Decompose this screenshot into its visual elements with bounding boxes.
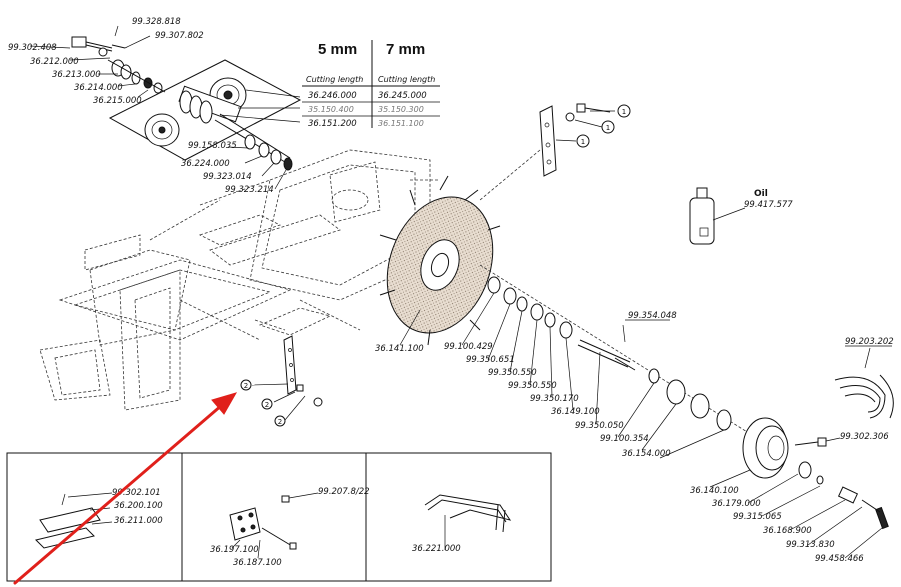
- label-99-350-550-b: 99.350.550: [508, 381, 557, 391]
- label-99-354-048: 99.354.048: [628, 311, 677, 321]
- oil-code: 99.417.577: [744, 200, 793, 210]
- fan-disc: 36.141.100: [375, 175, 501, 354]
- label-99-302-306: 99.302.306: [840, 432, 889, 442]
- label-36-140-100: 36.140.100: [690, 486, 739, 496]
- box2-label-2: 36.197.100: [210, 545, 259, 555]
- label-36-154-000: 36.154.000: [622, 449, 671, 459]
- table-cell-1a: 36.246.000: [308, 91, 357, 101]
- bracket-left: 2 2 2: [240, 335, 323, 427]
- table-cell-2a: 35.150.400: [308, 105, 354, 114]
- callout-1-a: 1: [622, 108, 626, 116]
- mower-frame: [39, 149, 440, 411]
- gear-assembly: 99.158.035 36.224.000 99.323.014 99.323.…: [108, 59, 302, 195]
- label-99-302-408: 99.302.408: [8, 43, 57, 53]
- callout-1-b: 1: [606, 124, 610, 132]
- label-99-458-466: 99.458.466: [815, 554, 864, 564]
- table-row-label-2: Cutting length: [378, 75, 435, 84]
- bottom-inset-boxes: 99.302.101 36.200.100 36.211.000 99.207.…: [6, 452, 552, 582]
- label-99-350-550-a: 99.350.550: [488, 368, 537, 378]
- box2-label-1: 99.207.8/22: [318, 487, 370, 497]
- label-36-213-000: 36.213.000: [52, 70, 101, 80]
- hub-assembly: 36.140.100 36.179.000 99.315.065 36.168.…: [690, 337, 894, 564]
- label-36-215-000: 36.215.000: [93, 96, 142, 106]
- box2-label-3: 36.187.100: [233, 558, 282, 568]
- label-99-323-214: 99.323.214: [225, 185, 274, 195]
- cutting-length-table: 5 mm 7 mm Cutting length Cutting length …: [302, 40, 440, 129]
- table-row-label-1: Cutting length: [306, 75, 363, 84]
- callout-2-c: 2: [278, 418, 282, 426]
- table-header-7mm: 7 mm: [386, 41, 425, 58]
- label-99-350-170: 99.350.170: [530, 394, 579, 404]
- red-arrow-pointer: [13, 392, 238, 585]
- callout-2-a: 2: [244, 382, 248, 390]
- label-36-149-100: 36.149.100: [551, 407, 600, 417]
- oil-title: Oil: [754, 189, 768, 199]
- label-99-203-202: 99.203.202: [845, 337, 894, 347]
- label-99-323-014: 99.323.014: [203, 172, 252, 182]
- box1-label-1: 99.302.101: [112, 488, 161, 498]
- label-99-350-651: 99.350.651: [466, 355, 515, 365]
- callout-1-c: 1: [581, 138, 585, 146]
- label-36-212-000: 36.212.000: [30, 57, 79, 67]
- table-cell-3b: 36.151.100: [378, 119, 424, 128]
- label-99-100-354: 99.100.354: [600, 434, 649, 444]
- label-99-315-065: 99.315.065: [733, 512, 782, 522]
- table-cell-3a: 36.151.200: [308, 119, 357, 129]
- shaft-chain: 99.354.048 99.100.429 99.350.651 99.350.…: [444, 264, 761, 459]
- callout-2-b: 2: [265, 401, 269, 409]
- table-cell-2b: 35.150.300: [378, 105, 424, 114]
- label-36-214-000: 36.214.000: [74, 83, 123, 93]
- top-left-parts: 99.328.818 99.307.802 99.302.408 36.212.…: [8, 17, 204, 106]
- label-36-224-000: 36.224.000: [181, 159, 230, 169]
- box1-label-3: 36.211.000: [114, 516, 163, 526]
- label-99-350-050: 99.350.050: [575, 421, 624, 431]
- label-36-179-000: 36.179.000: [712, 499, 761, 509]
- box3-label-1: 36.221.000: [412, 544, 461, 554]
- label-36-141-100: 36.141.100: [375, 344, 424, 354]
- box1-label-2: 36.200.100: [114, 501, 163, 511]
- bracket-top-right: 1 1 1: [479, 103, 631, 201]
- label-99-307-802: 99.307.802: [155, 31, 204, 41]
- label-99-313-830: 99.313.830: [786, 540, 835, 550]
- label-36-168-900: 36.168.900: [763, 526, 812, 536]
- table-cell-1b: 36.245.000: [378, 91, 427, 101]
- table-header-5mm: 5 mm: [318, 41, 357, 58]
- label-99-158-035: 99.158.035: [188, 141, 237, 151]
- label-99-100-429: 99.100.429: [444, 342, 493, 352]
- oil-bottle: Oil 99.417.577: [689, 187, 793, 245]
- label-99-328-818: 99.328.818: [132, 17, 181, 27]
